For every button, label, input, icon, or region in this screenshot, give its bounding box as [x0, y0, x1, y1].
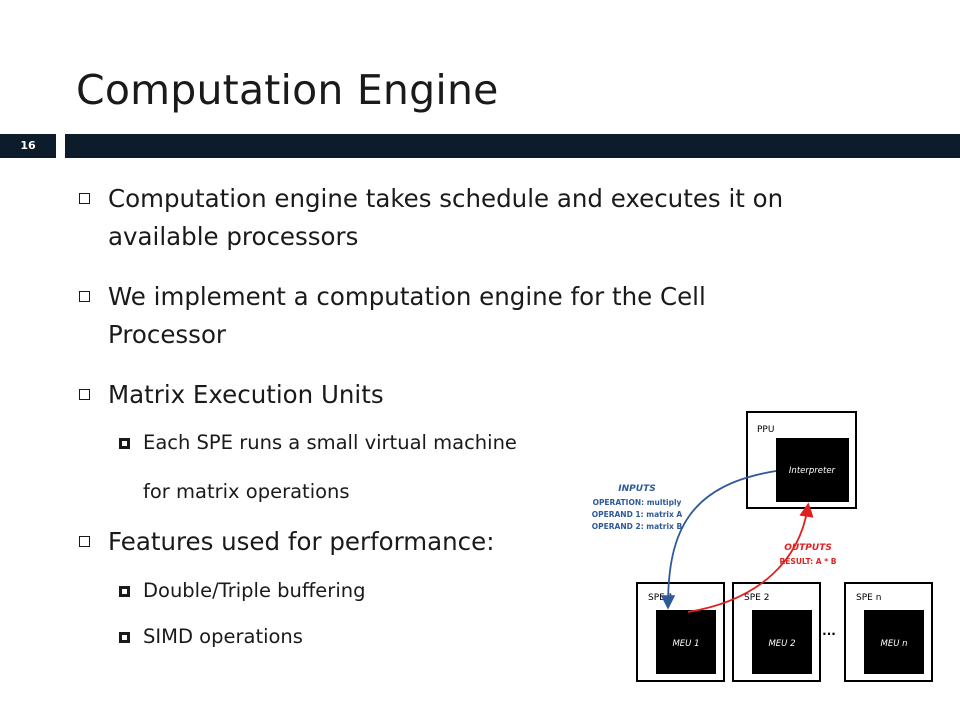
inputs-line-3: OPERAND 2: matrix B [592, 522, 683, 531]
spe-2-label: SPE 2 [744, 593, 769, 603]
slide-number: 16 [0, 134, 56, 158]
spe-1-label: SPE 1 [648, 593, 673, 603]
interpreter-box [776, 438, 849, 502]
title-rule [65, 134, 960, 158]
hollow-square-bullet-icon [79, 291, 90, 302]
bullet-3: Matrix Execution Units [79, 376, 384, 414]
bullet-1-line-2: available processors [108, 222, 359, 251]
ppu-label: PPU [757, 425, 774, 435]
bullet-2: We implement a computation engine for th… [79, 278, 706, 354]
hollow-square-bullet-icon [79, 389, 90, 400]
outputs-line: RESULT: A * B [780, 557, 837, 566]
meu-n-label: MEU n [880, 639, 907, 649]
bullet-3-line-1: Matrix Execution Units [108, 380, 384, 409]
outputs-title: OUTPUTS [784, 543, 832, 553]
spe-n-label: SPE n [856, 593, 881, 603]
inputs-title: INPUTS [618, 484, 655, 494]
meu-1-box [656, 610, 716, 674]
meu-1-label: MEU 1 [672, 639, 699, 649]
filled-square-bullet-icon [119, 632, 130, 643]
spe-ellipsis: ... [822, 624, 836, 638]
bullet-2-line-1: We implement a computation engine for th… [108, 282, 706, 311]
sub-bullet-simd-text: SIMD operations [143, 625, 303, 648]
meu-n-box [864, 610, 924, 674]
sub-bullet-simd: SIMD operations [119, 624, 303, 650]
inputs-line-1: OPERATION: multiply [593, 498, 682, 507]
hollow-square-bullet-icon [79, 193, 90, 204]
bullet-2-line-2: Processor [108, 320, 227, 349]
bullet-1-line-1: Computation engine takes schedule and ex… [108, 184, 784, 213]
sub-bullet-buffering: Double/Triple buffering [119, 578, 366, 604]
outputs-arrow [687, 502, 814, 613]
interpreter-label: Interpreter [789, 466, 836, 476]
meu-2-box [752, 610, 812, 674]
bullet-4-line-1: Features used for performance: [108, 527, 495, 556]
filled-square-bullet-icon [119, 586, 130, 597]
meu-2-label: MEU 2 [768, 639, 795, 649]
sub-bullet-spe-text: Each SPE runs a small virtual machine [143, 431, 517, 454]
sub-bullet-spe-continuation: for matrix operations [143, 480, 350, 503]
inputs-arrow [660, 470, 777, 610]
filled-square-bullet-icon [119, 438, 130, 449]
hollow-square-bullet-icon [79, 536, 90, 547]
bullet-4: Features used for performance: [79, 523, 495, 561]
inputs-line-2: OPERAND 1: matrix A [592, 510, 683, 519]
bullet-1: Computation engine takes schedule and ex… [79, 180, 784, 256]
sub-bullet-spe: Each SPE runs a small virtual machine [119, 430, 517, 456]
slide-title: Computation Engine [76, 66, 499, 114]
sub-bullet-buffering-text: Double/Triple buffering [143, 579, 366, 602]
